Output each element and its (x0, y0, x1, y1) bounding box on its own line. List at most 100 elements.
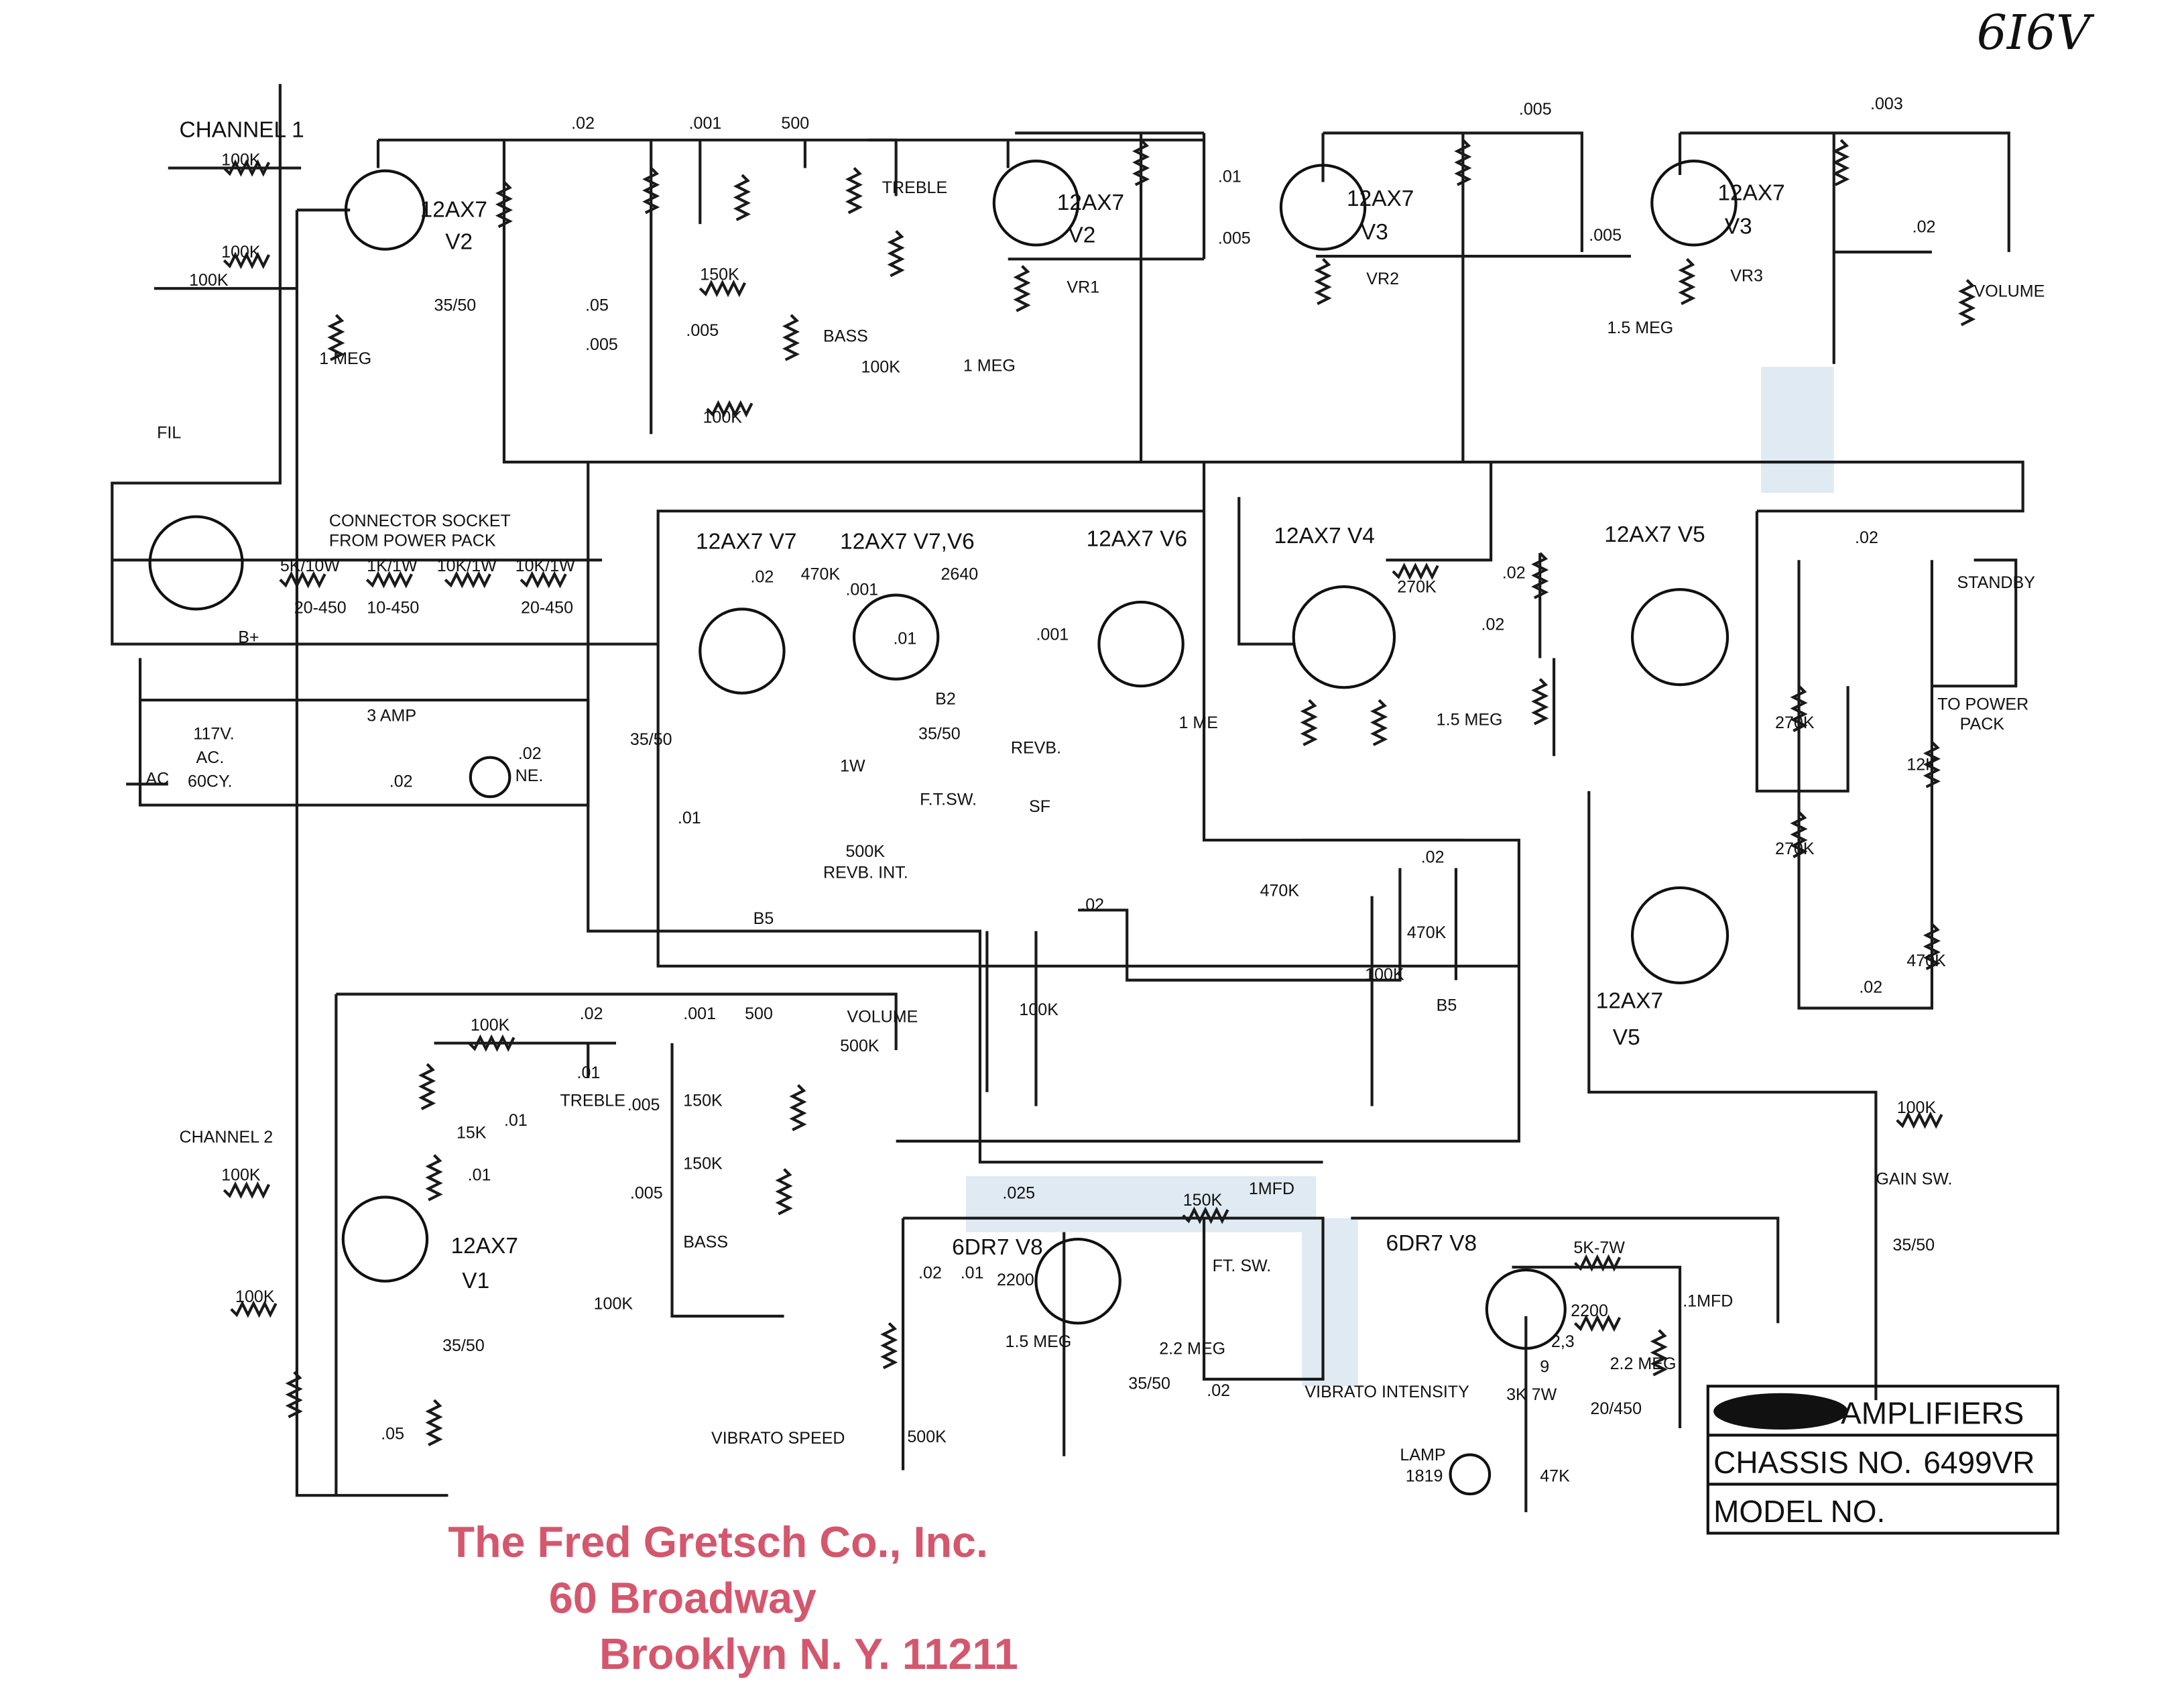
component-label: 100K (1365, 966, 1404, 984)
component-label: .025 (1002, 1183, 1035, 1202)
component-label: 3K 7W (1506, 1385, 1557, 1404)
resistor-symbol (845, 167, 863, 215)
component-label: .005 (1519, 100, 1552, 119)
component-label: 117V. (193, 725, 234, 744)
component-label: F.T.SW. (920, 791, 977, 809)
component-label: 500K (845, 842, 885, 861)
component-label: 2.2 MEG (1610, 1354, 1677, 1373)
component-label: .003 (1870, 95, 1903, 113)
corner-note: 6I6V (1977, 5, 2095, 60)
wiring (111, 84, 2024, 1513)
resistor-symbol (1958, 279, 1976, 327)
component-label: LAMP (1400, 1446, 1445, 1464)
resistor-symbol (1678, 257, 1696, 306)
component-label: 10-450 (367, 599, 419, 618)
resistors (223, 139, 1976, 1446)
component-label: .005 (1218, 229, 1251, 247)
resistor-symbol (327, 314, 345, 361)
component-label: .01 (961, 1264, 984, 1283)
resistor-symbol (782, 314, 800, 361)
component-label: 1 MEG (319, 349, 371, 368)
stamp-line-3: Brooklyn N. Y. 11211 (599, 1629, 1018, 1678)
component-label: CHANNEL 2 (180, 1128, 274, 1147)
component-label: SF (1029, 797, 1050, 816)
component-label: 6DR7 V8 (952, 1235, 1043, 1260)
component-label: 500K (840, 1037, 879, 1055)
resistor-symbol (1314, 257, 1332, 306)
resistor-symbol (1013, 265, 1031, 312)
resistor-symbol (495, 180, 513, 229)
resistor-symbol (1531, 552, 1549, 599)
component-label: .001 (1036, 625, 1069, 644)
component-label: .02 (918, 1264, 942, 1283)
resistor-symbol (365, 571, 414, 589)
component-label: 150K (683, 1155, 723, 1173)
component-label: 470K (1407, 923, 1447, 942)
resistor-symbol (1531, 678, 1549, 726)
component-label: AC (145, 769, 169, 788)
tube-v8a (1034, 1237, 1121, 1325)
component-label: .01 (468, 1165, 491, 1184)
model-label: MODEL NO. (1713, 1494, 1885, 1529)
component-label: 1 MEG (963, 356, 1016, 375)
component-label: 12AX7 (420, 198, 487, 223)
component-label: .02 (571, 114, 595, 133)
component-label: V3 (1361, 220, 1388, 245)
component-label: 100K (189, 271, 229, 290)
component-label: 5K/10W (280, 557, 340, 575)
connector-socket (148, 515, 244, 611)
component-label: 12AX7 (1596, 988, 1663, 1013)
component-label: B5 (753, 909, 774, 928)
component-label: 150K (1183, 1191, 1223, 1210)
component-label: AC. (196, 748, 225, 767)
component-label: 1K/1W (367, 557, 418, 575)
component-label: 20-450 (294, 599, 347, 618)
resistor-symbol (699, 280, 746, 298)
resistor-symbol (1370, 699, 1388, 746)
resistor-symbol (425, 1154, 443, 1202)
component-label: 270K (1775, 713, 1815, 732)
component-label: 2200 (997, 1271, 1034, 1289)
component-label: 5K-7W (1573, 1238, 1625, 1257)
address-stamp: The Fred Gretsch Co., Inc. 60 Broadway B… (448, 1517, 1018, 1678)
component-label: VIBRATO INTENSITY (1305, 1383, 1469, 1401)
component-label: 12K (1906, 756, 1937, 774)
component-label: 12AX7 V5 (1604, 522, 1705, 547)
resistor-symbol (520, 571, 567, 589)
tube-v5b (1630, 886, 1730, 984)
component-label: TO POWER (1937, 695, 2028, 714)
resistor-symbol (223, 159, 271, 177)
component-label: 1.5 MEG (1607, 318, 1673, 337)
component-label: 100K (703, 408, 742, 427)
resistor-symbol (230, 1300, 278, 1318)
tube-v8b (1485, 1268, 1567, 1350)
tube-v3b (1650, 160, 1738, 247)
resistor-symbol (880, 1322, 898, 1370)
component-label: .001 (689, 114, 722, 133)
component-label: 12AX7 V4 (1274, 524, 1374, 548)
component-label: .005 (1589, 226, 1622, 245)
component-label: 12AX7 V6 (1087, 526, 1187, 551)
component-label: .02 (389, 772, 413, 791)
component-label: 1.5 MEG (1437, 711, 1503, 730)
component-label: 100K (221, 243, 261, 262)
component-label: V3 (1725, 215, 1752, 239)
resistor-symbol (1832, 139, 1850, 186)
component-label: 3 AMP (367, 706, 416, 725)
title-amplifiers: AMPLIFIERS (1841, 1396, 2024, 1431)
component-label: .01 (1218, 167, 1241, 186)
component-label: V2 (445, 230, 473, 255)
resistor-symbol (642, 167, 660, 215)
component-label: 100K (1897, 1098, 1937, 1117)
component-label: .02 (1081, 895, 1104, 914)
tube-v7a (699, 607, 786, 695)
resistor-symbol (425, 1399, 443, 1446)
component-label: GAIN SW. (1876, 1170, 1952, 1189)
component-label: VR1 (1067, 278, 1099, 296)
component-label: 1W (840, 757, 865, 776)
tube-v1 (341, 1196, 429, 1283)
component-label: 470K (801, 565, 841, 584)
component-label: 100K (861, 357, 900, 376)
component-label: .02 (1855, 528, 1878, 547)
